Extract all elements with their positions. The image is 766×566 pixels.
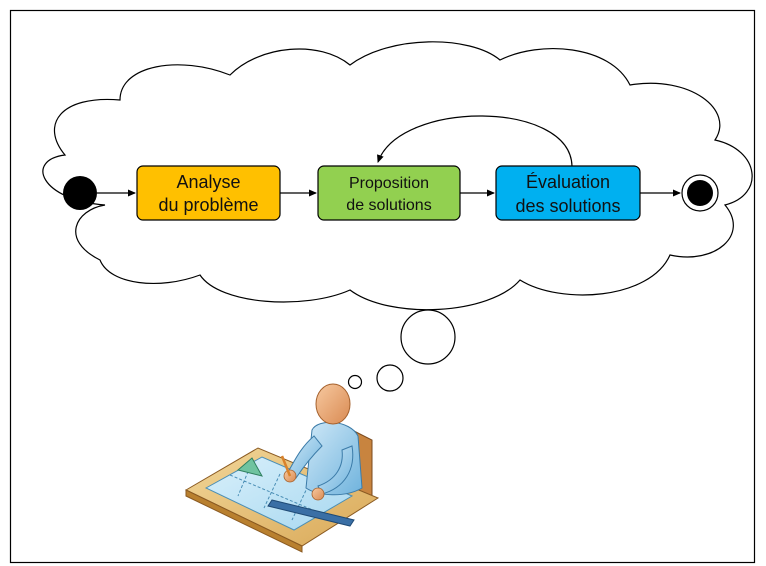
activity-proposition: Proposition de solutions [317,165,461,221]
activity-proposition-line2: de solutions [346,197,431,214]
activity-evaluation: Évaluation des solutions [495,165,641,221]
final-state-inner-dot [687,180,713,206]
person-head [315,383,351,425]
activity-proposition-line1: Proposition [349,175,429,192]
set-square [236,457,263,477]
initial-state-node [63,176,97,210]
activity-proposition-box [317,165,461,221]
thought-bubble-small [347,374,363,390]
activity-evaluation-line2: des solutions [515,196,620,216]
activity-analyse-line2: du problème [158,195,258,215]
thought-bubble-large [400,309,456,365]
person-at-desk-illustration [184,383,380,553]
ruler [267,499,355,527]
person-right-hand [311,487,325,501]
activity-analyse-line1: Analyse [176,172,240,192]
thought-bubble-medium [376,364,404,392]
desk-edge [185,489,303,553]
edge-loop-evaluation-proposition [377,115,573,167]
activity-evaluation-line1: Évaluation [526,172,610,192]
pencil [280,455,292,477]
activity-analyse-box [136,165,281,221]
activity-evaluation-box [495,165,641,221]
activity-analyse: Analyse du problème [136,165,281,221]
